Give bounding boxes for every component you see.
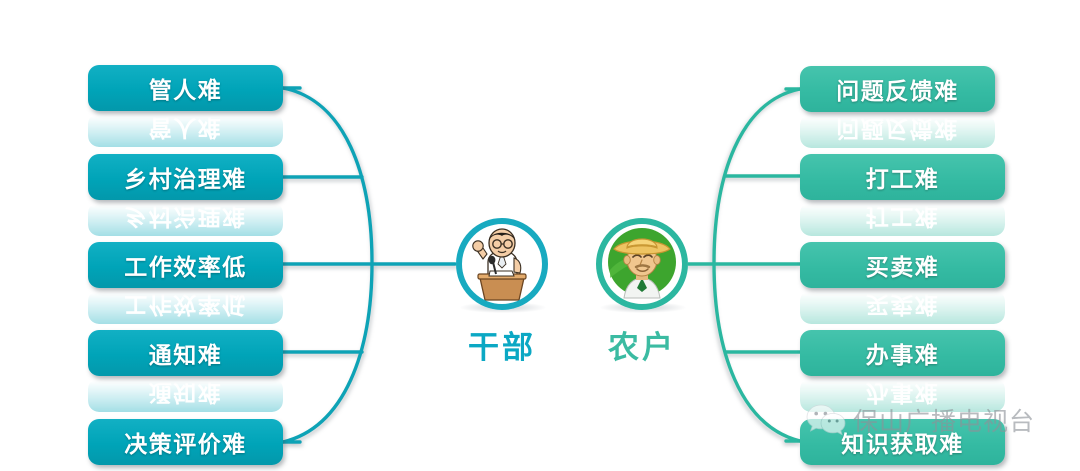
left-node-label: 管人难 [148, 77, 223, 103]
right-node-label: 办事难 [865, 342, 940, 368]
right-node-5[interactable]: 知识获取难 [800, 419, 1005, 465]
reflection-text: 办事难 [865, 380, 940, 406]
reflection-text: 管人难 [148, 115, 223, 141]
reflection-text: 通知难 [148, 380, 223, 406]
node-reflection: 决策评价难 [88, 467, 283, 471]
left-node-1[interactable]: 管人难 [88, 65, 283, 111]
right-node-label: 打工难 [865, 166, 940, 192]
node-reflection: 问题反馈难 [800, 114, 995, 148]
right-node-label: 买卖难 [865, 254, 940, 280]
reflection-text: 乡村治理难 [124, 204, 247, 230]
reflection-text: 打工难 [865, 204, 940, 230]
left-node-3[interactable]: 工作效率低 [88, 242, 283, 288]
reflection-text: 知识获取难 [841, 467, 964, 471]
left-node-2[interactable]: 乡村治理难 [88, 154, 283, 200]
right-node-label: 知识获取难 [841, 431, 964, 457]
farmer-role-label: 农户 [608, 330, 676, 365]
node-reflection: 知识获取难 [800, 467, 1005, 471]
right-node-label: 问题反馈难 [836, 78, 959, 104]
node-reflection: 通知难 [88, 378, 283, 412]
farmer-avatar-ring [596, 218, 688, 310]
cadre-role-label: 干部 [468, 330, 536, 365]
node-reflection: 打工难 [800, 202, 1005, 236]
farmer-avatar-group[interactable] [596, 218, 688, 313]
node-reflection: 管人难 [88, 113, 283, 147]
right-node-4[interactable]: 办事难 [800, 330, 1005, 376]
left-node-label: 决策评价难 [124, 431, 247, 457]
node-reflection: 工作效率低 [88, 290, 283, 324]
node-reflection: 买卖难 [800, 290, 1005, 324]
left-node-4[interactable]: 通知难 [88, 330, 283, 376]
left-node-label: 通知难 [148, 342, 223, 368]
left-node-label: 工作效率低 [124, 254, 247, 280]
right-node-2[interactable]: 打工难 [800, 154, 1005, 200]
reflection-text: 买卖难 [865, 292, 940, 318]
node-reflection: 乡村治理难 [88, 202, 283, 236]
cadre-avatar-ring [456, 218, 548, 310]
reflection-text: 问题反馈难 [836, 116, 959, 142]
reflection-text: 工作效率低 [124, 292, 247, 318]
right-node-1[interactable]: 问题反馈难 [800, 66, 995, 112]
cadre-avatar-group[interactable] [456, 218, 548, 313]
left-node-5[interactable]: 决策评价难 [88, 419, 283, 465]
left-node-label: 乡村治理难 [124, 166, 247, 192]
right-node-3[interactable]: 买卖难 [800, 242, 1005, 288]
node-reflection: 办事难 [800, 378, 1005, 412]
reflection-text: 决策评价难 [124, 467, 247, 471]
